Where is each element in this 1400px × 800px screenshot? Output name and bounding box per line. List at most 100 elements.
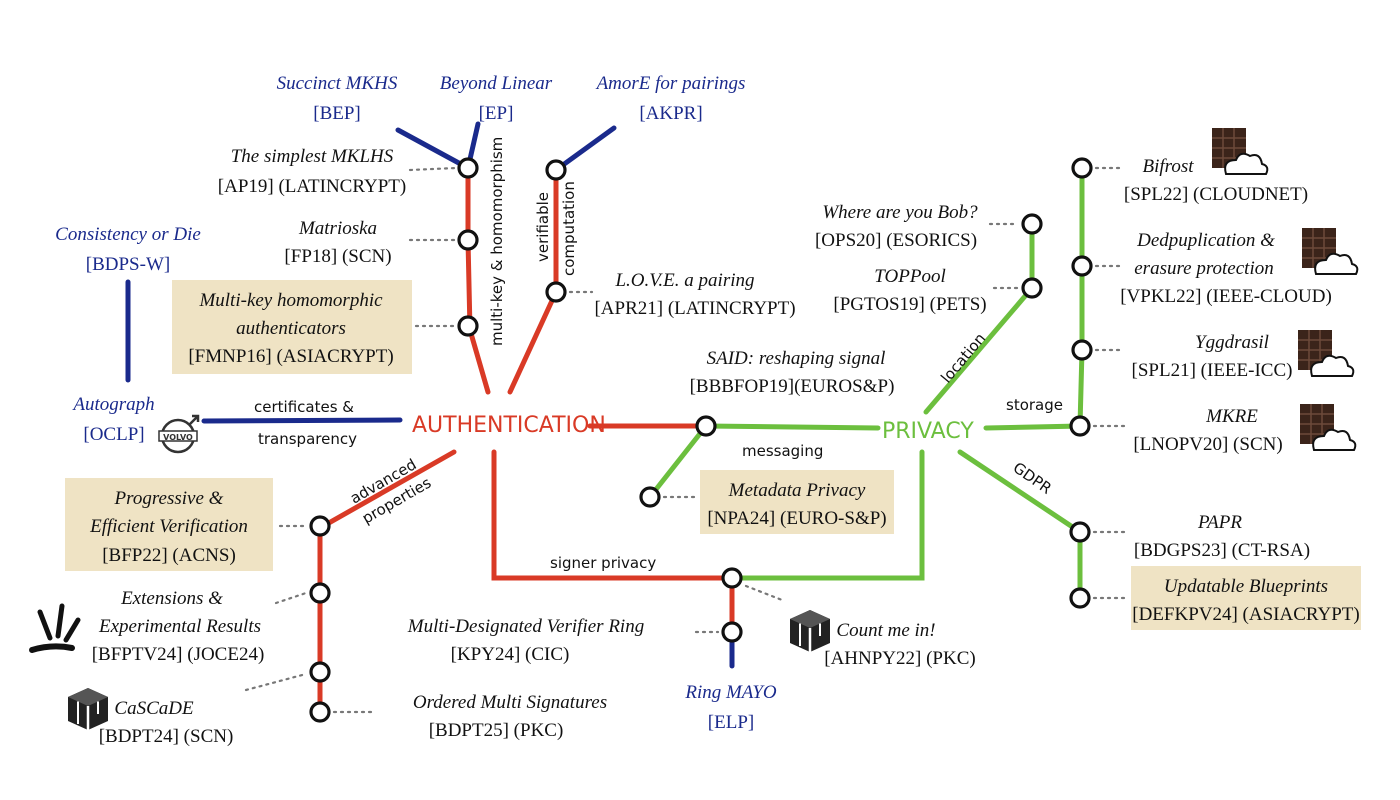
paper-blueprints-title[interactable]: Updatable Blueprints bbox=[1164, 576, 1328, 597]
paper-papr-ref: [BDGPS23] (CT-RSA) bbox=[1134, 540, 1310, 561]
node-cascade[interactable] bbox=[309, 661, 331, 683]
paper-where-title[interactable]: Where are you Bob? bbox=[822, 202, 978, 223]
node-mkre[interactable] bbox=[1069, 415, 1091, 437]
box-logo-icon-countme bbox=[788, 608, 832, 654]
node-said[interactable] bbox=[695, 415, 717, 437]
paper-love-title[interactable]: L.O.V.E. a pairing bbox=[614, 270, 754, 291]
node-amore[interactable] bbox=[545, 159, 567, 181]
node-ordered[interactable] bbox=[309, 701, 331, 723]
paper-mkre-ref: [LNOPV20] (SCN) bbox=[1133, 434, 1282, 455]
paper-progressive-ref: [BFP22] (ACNS) bbox=[102, 545, 236, 566]
paper-extensions-title-line1[interactable]: Extensions & bbox=[120, 588, 223, 609]
paper-multikey-title-line2[interactable]: authenticators bbox=[236, 318, 346, 339]
chocolate-cloud-icon-dedup bbox=[1301, 227, 1359, 275]
node-where[interactable] bbox=[1021, 213, 1043, 235]
paper-said-title[interactable]: SAID: reshaping signal bbox=[707, 348, 886, 369]
paper-progressive-title-line1[interactable]: Progressive & bbox=[114, 488, 224, 509]
node-papr[interactable] bbox=[1069, 521, 1091, 543]
hub-privacy[interactable]: PRIVACY bbox=[882, 419, 974, 444]
edge-multikey bbox=[465, 165, 491, 395]
node-simplest[interactable] bbox=[457, 157, 479, 179]
paper-metadata-title[interactable]: Metadata Privacy bbox=[728, 480, 866, 501]
paper-consistency-title[interactable]: Consistency or Die bbox=[55, 224, 201, 245]
paper-mkre-title[interactable]: MKRE bbox=[1205, 406, 1258, 427]
chocolate-cloud-icon-yggdrasil bbox=[1297, 329, 1355, 377]
node-extensions[interactable] bbox=[309, 582, 331, 604]
paper-beyond-ref: [EP] bbox=[479, 103, 514, 124]
node-dedup[interactable] bbox=[1071, 255, 1093, 277]
paper-matrioska-ref: [FP18] (SCN) bbox=[284, 246, 391, 267]
chocolate-cloud-icon-mkre bbox=[1299, 403, 1357, 451]
paper-autograph-title[interactable]: Autograph bbox=[71, 394, 154, 415]
node-love[interactable] bbox=[545, 281, 567, 303]
splash-icon bbox=[29, 603, 81, 653]
paper-papr-title[interactable]: PAPR bbox=[1197, 512, 1242, 533]
paper-ordered-ref: [BDPT25] (PKC) bbox=[429, 720, 564, 741]
paper-autograph-ref: [OCLP] bbox=[83, 424, 144, 445]
paper-ordered-title[interactable]: Ordered Multi Signatures bbox=[413, 692, 607, 713]
paper-amore-ref: [AKPR] bbox=[639, 103, 702, 124]
paper-countme-ref: [AHNPY22] (PKC) bbox=[824, 648, 975, 669]
volvo-logo-text: VOLVO bbox=[163, 433, 193, 442]
paper-simplest-title[interactable]: The simplest MKLHS bbox=[231, 146, 394, 167]
node-metadata[interactable] bbox=[639, 486, 661, 508]
paper-blueprints-ref: [DEFKPV24] (ASIACRYPT) bbox=[1132, 604, 1360, 625]
edge-label-multikey: multi-key & homomorphism bbox=[488, 137, 506, 346]
highlight-box-blueprints bbox=[1131, 566, 1361, 630]
edge-label-computation: computation bbox=[560, 181, 578, 276]
paper-toppool-title[interactable]: TOPPool bbox=[874, 266, 945, 287]
paper-ringmayo-ref: [ELP] bbox=[708, 712, 754, 733]
paper-matrioska-title[interactable]: Matrioska bbox=[298, 218, 377, 239]
paper-extensions-ref: [BFPTV24] (JOCE24) bbox=[92, 644, 265, 665]
paper-amore-title[interactable]: AmorE for pairings bbox=[595, 73, 746, 94]
paper-dedup-title-line2[interactable]: erasure protection bbox=[1134, 258, 1274, 279]
paper-beyond-title[interactable]: Beyond Linear bbox=[440, 73, 553, 94]
edge-location bbox=[923, 221, 1035, 415]
edge-label-certificates: certificates & bbox=[254, 398, 354, 416]
hub-authentication[interactable]: AUTHENTICATION bbox=[412, 413, 606, 438]
paper-where-ref: [OPS20] (ESORICS) bbox=[815, 230, 977, 251]
node-bifrost[interactable] bbox=[1071, 157, 1093, 179]
highlight-box-metadata bbox=[700, 470, 894, 534]
edge-label-messaging: messaging bbox=[742, 442, 823, 460]
paper-yggdrasil-title[interactable]: Yggdrasil bbox=[1195, 332, 1269, 353]
paper-bifrost-title[interactable]: Bifrost bbox=[1142, 156, 1194, 177]
nodes bbox=[309, 157, 1093, 723]
edge-amore bbox=[553, 125, 617, 173]
edge-certificates bbox=[201, 417, 403, 424]
edge-messaging bbox=[647, 423, 709, 500]
highlight-box-progressive bbox=[65, 478, 273, 571]
paper-simplest-ref: [AP19] (LATINCRYPT) bbox=[218, 176, 406, 197]
node-matrioska[interactable] bbox=[457, 229, 479, 251]
paper-cascade-ref: [BDPT24] (SCN) bbox=[99, 726, 234, 747]
edge-label-signer-privacy: signer privacy bbox=[550, 554, 656, 572]
node-multikey[interactable] bbox=[457, 315, 479, 337]
edge-succinct bbox=[395, 127, 471, 171]
node-yggdrasil[interactable] bbox=[1071, 339, 1093, 361]
paper-progressive-title-line2[interactable]: Efficient Verification bbox=[89, 516, 248, 537]
paper-dedup-title-line1[interactable]: Dedpuplication & bbox=[1136, 230, 1275, 251]
paper-toppool-ref: [PGTOS19] (PETS) bbox=[833, 294, 986, 315]
edge-label-location: location bbox=[937, 329, 989, 386]
paper-metadata-ref: [NPA24] (EURO-S&P) bbox=[707, 508, 886, 529]
paper-multikey-title-line1[interactable]: Multi-key homomorphic bbox=[198, 290, 383, 311]
volvo-logo-icon: VOLVO bbox=[158, 414, 200, 454]
node-blueprints[interactable] bbox=[1069, 587, 1091, 609]
node-toppool[interactable] bbox=[1021, 277, 1043, 299]
paper-extensions-title-line2[interactable]: Experimental Results bbox=[98, 616, 261, 637]
paper-countme-title[interactable]: Count me in! bbox=[836, 620, 935, 641]
node-mdvr[interactable] bbox=[721, 621, 743, 643]
paper-succinct-title[interactable]: Succinct MKHS bbox=[277, 73, 398, 94]
paper-cascade-title[interactable]: CaSCaDE bbox=[114, 698, 194, 719]
paper-dedup-ref: [VPKL22] (IEEE-CLOUD) bbox=[1120, 286, 1332, 307]
paper-mdvr-ref: [KPY24] (CIC) bbox=[451, 644, 570, 665]
paper-mdvr-title[interactable]: Multi-Designated Verifier Ring bbox=[407, 616, 644, 637]
node-progressive[interactable] bbox=[309, 515, 331, 537]
dotted-connectors bbox=[244, 166, 1126, 714]
paper-yggdrasil-ref: [SPL21] (IEEE-ICC) bbox=[1132, 360, 1293, 381]
node-countme[interactable] bbox=[721, 567, 743, 589]
edge-label-transparency: transparency bbox=[258, 430, 357, 448]
chocolate-cloud-icon-bifrost bbox=[1211, 127, 1269, 175]
paper-ringmayo-title[interactable]: Ring MAYO bbox=[684, 682, 777, 703]
